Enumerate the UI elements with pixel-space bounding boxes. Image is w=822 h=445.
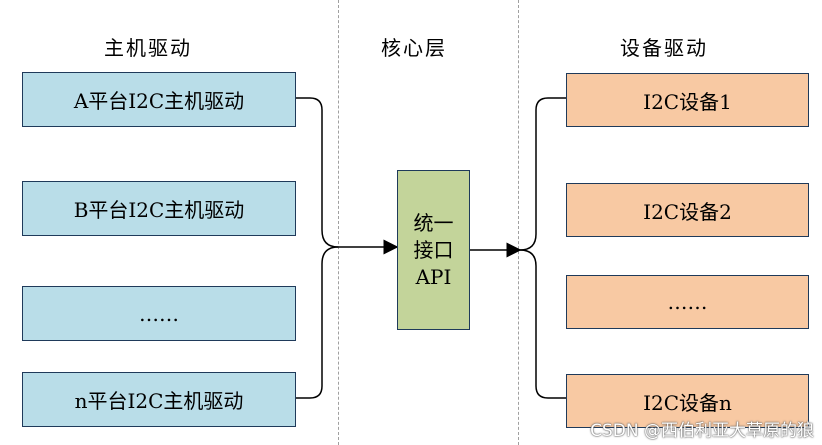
- core-line-1: 统一: [413, 210, 454, 235]
- header-device-drivers: 设备驱动: [620, 36, 708, 60]
- watermark: CSDN @西伯利亚大草原的狼: [590, 421, 814, 441]
- separator-left: [338, 0, 339, 445]
- device-ellipsis: ……: [566, 275, 809, 329]
- wire-host-a: [296, 97, 339, 248]
- host-driver-b: B平台I2C主机驱动: [22, 181, 296, 236]
- device-n: I2C设备n: [566, 374, 809, 428]
- header-core-layer: 核心层: [381, 36, 447, 60]
- core-line-3: API: [415, 264, 452, 289]
- device-1: I2C设备1: [566, 73, 809, 127]
- wire-device-1: [519, 97, 566, 251]
- separator-right: [518, 0, 519, 445]
- core-unified-api-box: 统一 接口 API: [397, 170, 470, 330]
- host-driver-a: A平台I2C主机驱动: [22, 72, 296, 127]
- wire-host-n: [296, 246, 339, 399]
- host-driver-n: n平台I2C主机驱动: [22, 372, 296, 427]
- device-2: I2C设备2: [566, 183, 809, 237]
- wire-device-n: [519, 249, 566, 399]
- header-host-drivers: 主机驱动: [104, 36, 192, 60]
- host-driver-ellipsis: ……: [22, 286, 296, 341]
- core-line-2: 接口: [413, 237, 454, 262]
